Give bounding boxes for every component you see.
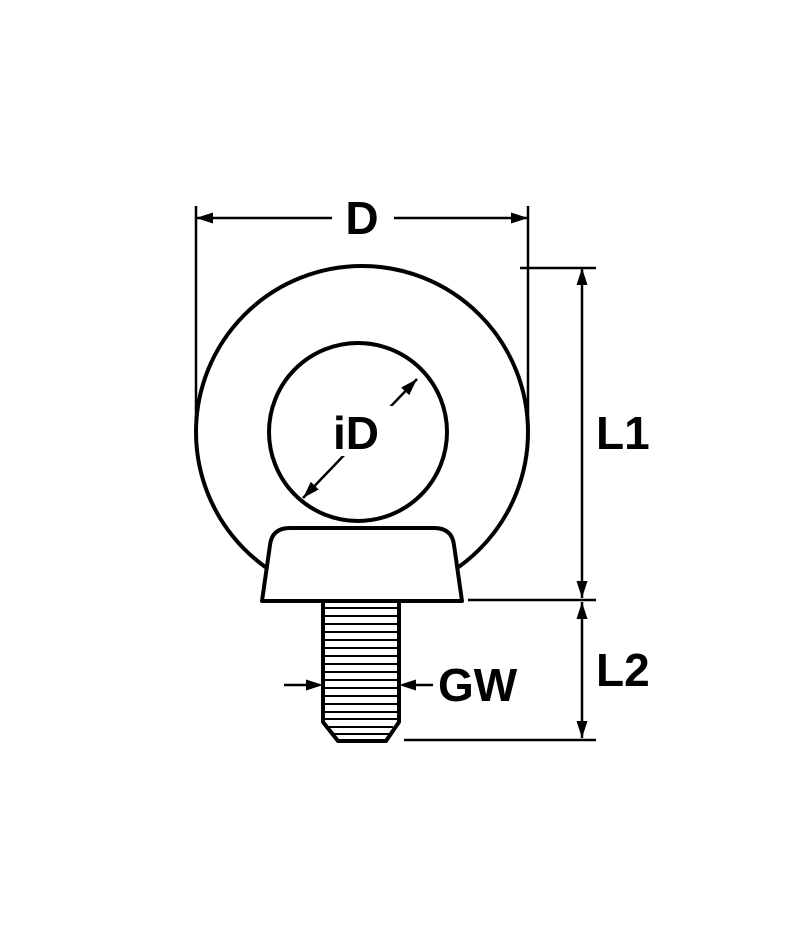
dimension-thread-width: GW: [284, 659, 518, 711]
thread-lines: [325, 607, 397, 735]
arrowhead-down: [576, 581, 588, 598]
arrowhead-lower-left: [303, 481, 319, 498]
label-background: [320, 406, 394, 456]
label-thread-width: GW: [438, 659, 518, 711]
arrowhead-right: [511, 212, 528, 224]
dimension-outer-diameter: D: [194, 192, 530, 430]
arrowhead-down: [576, 721, 588, 738]
dimension-upper-length: L1: [468, 266, 650, 602]
label-inner-diameter: iD: [333, 407, 379, 459]
arrowhead-up: [576, 268, 588, 285]
dimension-inner-diameter: iD: [302, 378, 418, 499]
arrowhead-right: [306, 679, 323, 691]
arrowhead-left: [399, 679, 416, 691]
label-upper-length: L1: [596, 407, 650, 459]
label-thread-length: L2: [596, 644, 650, 696]
arrowhead-up: [576, 602, 588, 619]
arrowhead-left: [196, 212, 213, 224]
collar: [260, 526, 464, 603]
dimension-thread-length: L2: [404, 602, 650, 742]
arrowhead-upper-right: [401, 379, 417, 396]
label-outer-diameter: D: [345, 192, 378, 244]
